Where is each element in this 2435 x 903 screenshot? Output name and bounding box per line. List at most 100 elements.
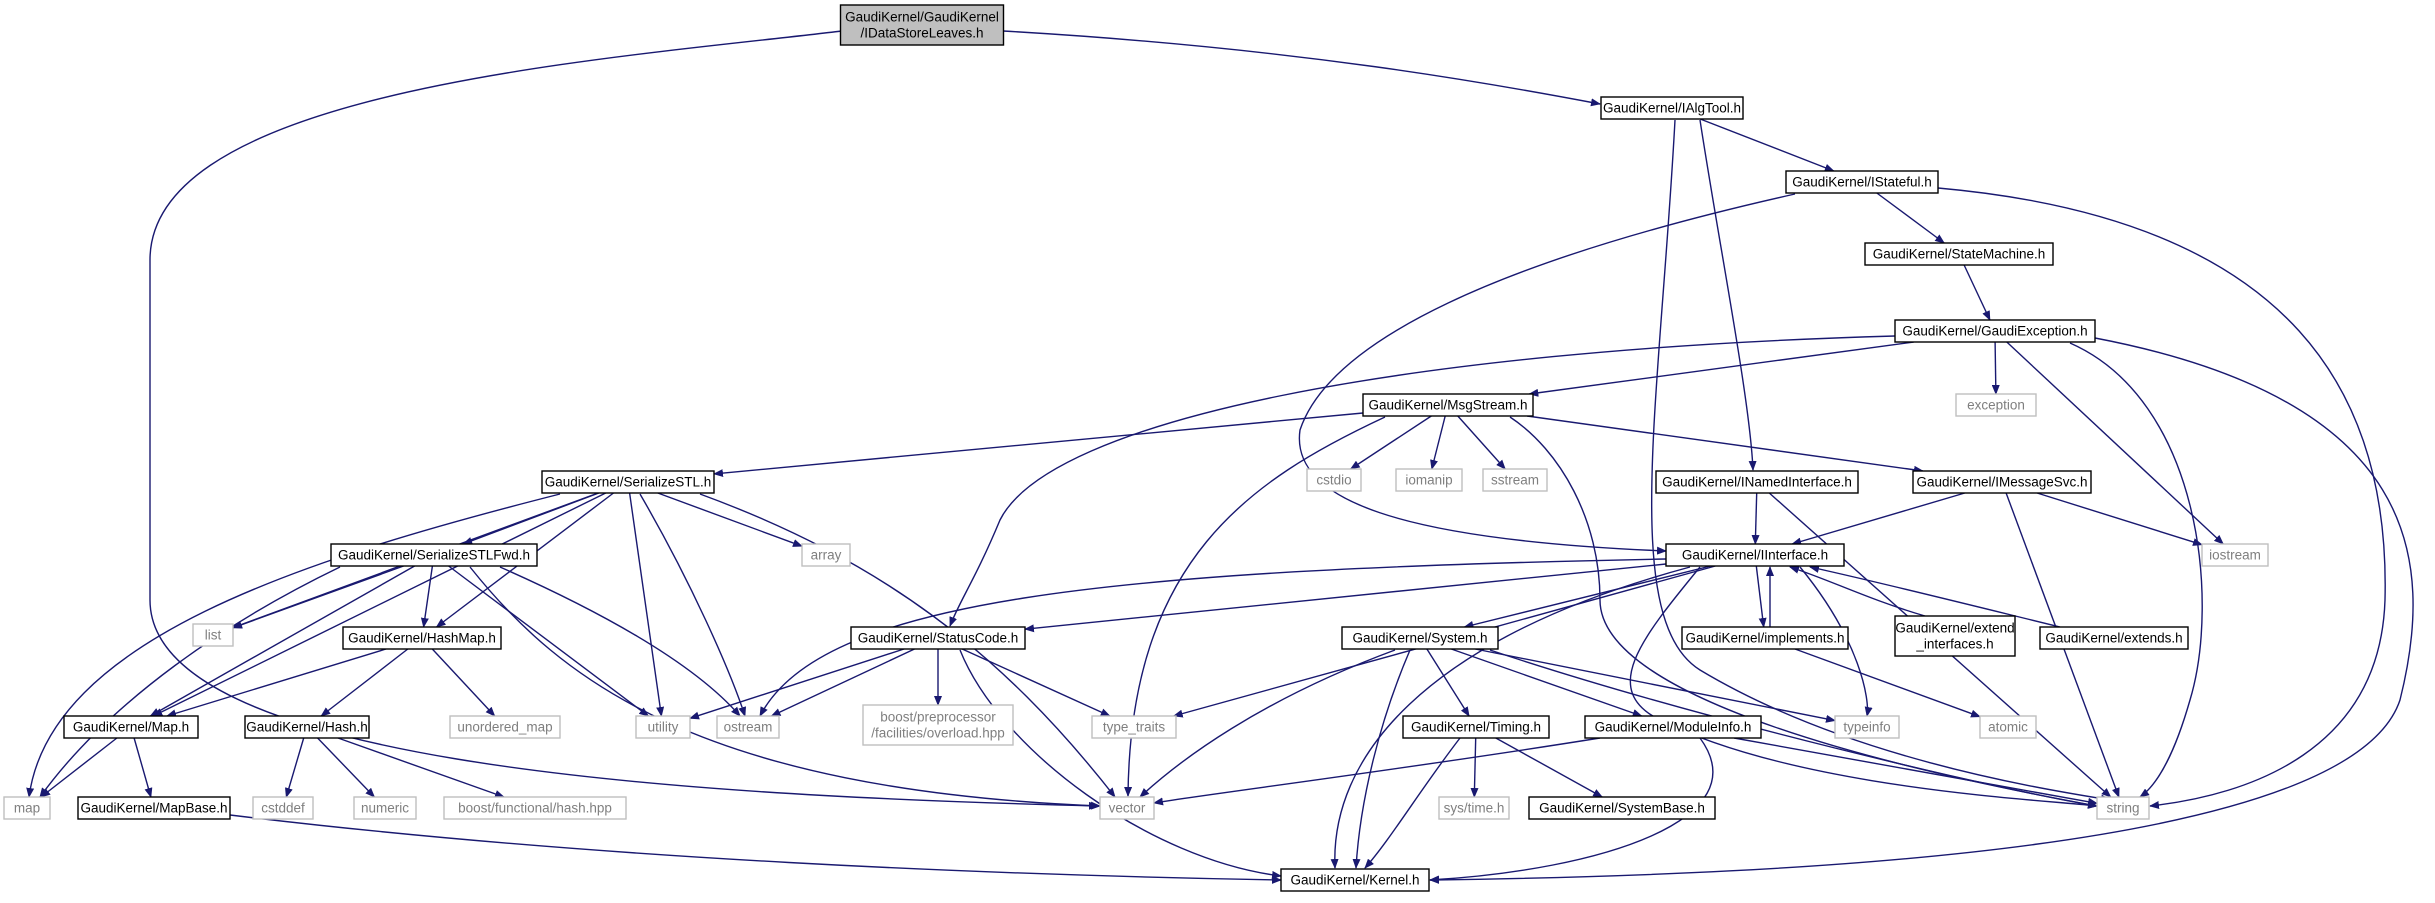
node-moduleinfo[interactable]: GaudiKernel/ModuleInfo.h <box>1584 715 1762 739</box>
node-gaudiexception[interactable]: GaudiKernel/GaudiException.h <box>1894 319 2096 343</box>
node-box <box>862 704 1014 746</box>
node-hash[interactable]: GaudiKernel/Hash.h <box>244 715 370 739</box>
edge-line <box>149 565 415 717</box>
edge-extendif-to-iinterface <box>1789 565 1926 617</box>
edge-line <box>1349 415 1432 470</box>
node-label: GaudiKernel/Map.h <box>73 720 189 735</box>
node-box <box>2201 543 2269 567</box>
edge-mapnode-to-mapbase <box>133 737 153 798</box>
node-serializestlfwd[interactable]: GaudiKernel/SerializeSTLFwd.h <box>330 543 538 567</box>
edge-istateful-to-string <box>1937 187 2386 809</box>
node-box <box>244 715 370 739</box>
edge-moduleinfo-to-kernel <box>1429 737 1714 884</box>
node-systembase[interactable]: GaudiKernel/SystemBase.h <box>1528 796 1716 820</box>
node-statuscode[interactable]: GaudiKernel/StatusCode.h <box>850 626 1026 650</box>
edge-line <box>1429 337 2414 884</box>
node-label: iomanip <box>1405 473 1452 488</box>
node-box <box>1864 242 2054 266</box>
edge-line <box>1463 565 1711 629</box>
node-statemachine[interactable]: GaudiKernel/StateMachine.h <box>1864 242 2054 266</box>
node-cstddef: cstddef <box>252 796 314 820</box>
node-serializestl[interactable]: GaudiKernel/SerializeSTL.h <box>541 470 715 494</box>
edge-ialgtool-to-inamed <box>1699 119 1757 471</box>
node-label: GaudiKernel/ModuleInfo.h <box>1595 720 1752 735</box>
edge-moduleinfo-to-vector <box>1153 737 1601 806</box>
node-hashmap[interactable]: GaudiKernel/HashMap.h <box>342 626 502 650</box>
edge-line <box>229 814 1282 884</box>
edge-hash-to-cstddef <box>285 737 305 798</box>
edge-line <box>689 648 905 720</box>
node-istateful[interactable]: GaudiKernel/IStateful.h <box>1785 170 1939 194</box>
edge-msgstream-to-imessagesvc <box>1527 415 1924 474</box>
node-kernel[interactable]: GaudiKernel/Kernel.h <box>1280 868 1430 892</box>
node-box <box>1482 468 1548 492</box>
node-inamed[interactable]: GaudiKernel/INamedInterface.h <box>1655 470 1859 494</box>
edge-root-to-ialgtool <box>1002 30 1601 107</box>
node-implements[interactable]: GaudiKernel/implements.h <box>1681 626 1849 650</box>
edge-hashmap-to-mapnode <box>166 648 387 718</box>
edge-istateful-to-statemachine <box>1876 192 1946 244</box>
edge-statuscode-to-kernel <box>959 649 1282 879</box>
edge-serializestlfwd-to-utility <box>448 565 650 717</box>
edge-line <box>39 566 341 798</box>
node-label: cstdio <box>1316 473 1351 488</box>
edge-system-to-string <box>1489 649 2098 809</box>
node-extendif[interactable]: GaudiKernel/extend_interfaces.h <box>1894 615 2016 657</box>
edge-gaudiexception-to-exception <box>1991 341 2000 395</box>
node-box <box>1395 468 1463 492</box>
edge-line <box>1139 649 1396 798</box>
node-label: array <box>811 548 842 563</box>
node-ostream: ostream <box>716 715 780 739</box>
node-ialgtool[interactable]: GaudiKernel/IAlgTool.h <box>1600 96 1744 120</box>
edge-iinterface-to-statuscode <box>1024 563 1667 633</box>
edge-serializestlfwd-to-ostream <box>499 566 741 717</box>
node-label: GaudiKernel/HashMap.h <box>348 631 496 646</box>
node-box <box>1655 470 1859 494</box>
node-label: GaudiKernel/Timing.h <box>1411 720 1541 735</box>
node-label: GaudiKernel/IMessageSvc.h <box>1916 475 2087 490</box>
node-utility: utility <box>635 715 691 739</box>
node-label: type_traits <box>1103 720 1166 735</box>
node-system[interactable]: GaudiKernel/System.h <box>1341 626 1499 650</box>
edge-gaudiexception-to-msgstream <box>1528 341 1914 397</box>
edge-timing-to-kernel <box>1364 737 1461 869</box>
edge-line <box>1124 416 1386 797</box>
node-unordered_map: unordered_map <box>449 715 561 739</box>
node-box <box>1091 715 1177 739</box>
edge-system-to-kernel <box>1352 649 1411 869</box>
edge-line <box>657 492 803 547</box>
node-iinterface[interactable]: GaudiKernel/IInterface.h <box>1665 543 1845 567</box>
edge-line <box>285 737 305 798</box>
edge-line <box>149 30 1099 810</box>
edge-gaudiexception-to-string <box>2069 342 2203 798</box>
edge-iinterface-to-ostream <box>759 558 1667 717</box>
node-label: vector <box>1109 801 1146 816</box>
node-label: GaudiKernel/System.h <box>1352 631 1487 646</box>
node-exception: exception <box>1955 393 2037 417</box>
node-label: GaudiKernel/StatusCode.h <box>858 631 1019 646</box>
edge-gaudiexception-to-iostream <box>2006 341 2224 545</box>
node-extends[interactable]: GaudiKernel/extends.h <box>2039 626 2189 650</box>
edge-line <box>713 412 1364 478</box>
edge-hash-to-boosthash <box>337 737 505 798</box>
edge-line <box>699 493 1116 798</box>
node-list: list <box>192 623 234 647</box>
node-string: string <box>2096 796 2150 820</box>
node-root[interactable]: GaudiKernel/GaudiKernel/IDataStoreLeaves… <box>839 4 1005 46</box>
edge-hash-to-numeric <box>317 737 376 798</box>
edge-line <box>1937 187 2386 809</box>
node-msgstream[interactable]: GaudiKernel/MsgStream.h <box>1362 393 1534 417</box>
node-imessagesvc[interactable]: GaudiKernel/IMessageSvc.h <box>1912 470 2092 494</box>
node-box <box>443 796 627 820</box>
nodes-layer: GaudiKernel/GaudiKernel/IDataStoreLeaves… <box>3 4 2269 892</box>
node-box <box>1306 468 1362 492</box>
node-box <box>77 796 231 820</box>
node-boosthash: boost/functional/hash.hpp <box>443 796 627 820</box>
edge-msgstream-to-iomanip <box>1430 415 1446 470</box>
node-mapnode[interactable]: GaudiKernel/Map.h <box>63 715 199 739</box>
node-label: GaudiKernel/GaudiException.h <box>1902 324 2087 339</box>
node-mapbase[interactable]: GaudiKernel/MapBase.h <box>77 796 231 820</box>
edge-line <box>628 492 665 717</box>
node-timing[interactable]: GaudiKernel/Timing.h <box>1402 715 1550 739</box>
node-label: ostream <box>724 720 773 735</box>
